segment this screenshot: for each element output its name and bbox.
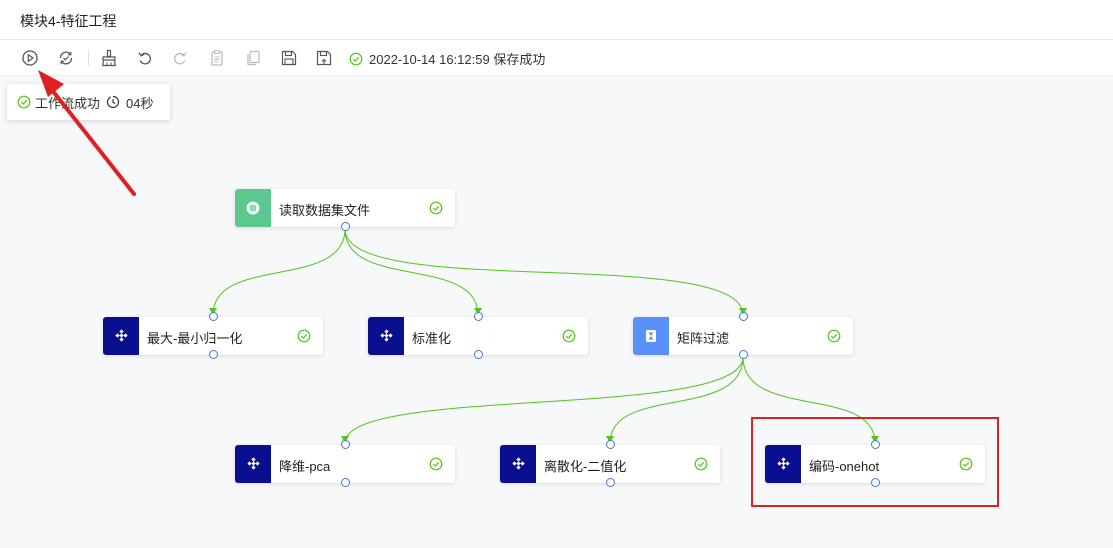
input-port[interactable] [474,312,483,321]
success-icon [827,329,841,343]
run-duration: 04秒 [126,95,154,111]
node-label: 编码-onehot [809,459,880,474]
input-port[interactable] [606,440,615,449]
save-icon [281,50,297,66]
run-status-text: 工作流成功 [35,95,101,111]
save-status: 2022-10-14 16:12:59 保存成功 [349,49,545,68]
node-read-dataset[interactable]: 读取数据集文件 [235,189,455,227]
redo-button[interactable] [169,47,191,69]
page-title: 模块4-特征工程 [20,13,117,29]
run-button[interactable] [19,47,41,69]
output-port[interactable] [606,478,615,487]
toolbar: 2022-10-14 16:12:59 保存成功 [0,40,1113,76]
clean-button[interactable] [98,47,120,69]
output-port[interactable] [209,350,218,359]
input-port[interactable] [871,440,880,449]
title-bar: 模块4-特征工程 [0,0,1113,40]
node-label: 最大-最小归一化 [147,331,243,346]
highlight-box [751,417,999,507]
output-port[interactable] [474,350,483,359]
input-port[interactable] [341,440,350,449]
run-result-popup: 工作流成功 04秒 [7,84,170,120]
save-as-icon [316,50,332,66]
transform-icon [103,317,139,355]
output-port[interactable] [341,478,350,487]
success-icon [429,457,443,471]
copy-icon [247,50,260,66]
node-label: 矩阵过滤 [677,331,730,346]
node-pca[interactable]: 降维-pca [235,445,455,483]
undo-icon [138,52,151,65]
transform-icon [500,445,536,483]
save-status-text: 2022-10-14 16:12:59 保存成功 [369,52,546,67]
success-icon [959,457,973,471]
redo-icon [174,52,187,65]
input-port[interactable] [739,312,748,321]
transform-icon [368,317,404,355]
undo-button[interactable] [134,47,156,69]
node-onehot[interactable]: 编码-onehot [765,445,985,483]
output-port[interactable] [871,478,880,487]
success-icon [297,329,311,343]
refresh-button[interactable] [55,47,77,69]
paste-button[interactable] [206,47,228,69]
node-binarize[interactable]: 离散化-二值化 [500,445,720,483]
success-icon [694,457,708,471]
timer-icon [106,95,120,109]
node-label: 标准化 [412,331,452,346]
output-port[interactable] [739,350,748,359]
brush-icon [102,49,116,67]
transform-icon [765,445,801,483]
play-circle-icon [22,50,38,66]
node-label: 离散化-二值化 [544,459,627,474]
toolbar-divider [88,50,89,66]
dataset-icon [235,189,271,227]
node-standardize[interactable]: 标准化 [368,317,588,355]
save-as-button[interactable] [313,47,335,69]
check-circle-icon [17,95,31,109]
copy-button[interactable] [242,47,264,69]
node-label: 读取数据集文件 [279,203,371,218]
node-matrix-filter[interactable]: 矩阵过滤 [633,317,853,355]
input-port[interactable] [209,312,218,321]
output-port[interactable] [341,222,350,231]
save-button[interactable] [278,47,300,69]
transform-icon [235,445,271,483]
filter-icon [633,317,669,355]
paste-icon [211,50,223,66]
node-minmax[interactable]: 最大-最小归一化 [103,317,323,355]
check-circle-icon [349,52,363,65]
sync-icon [59,51,73,65]
node-label: 降维-pca [279,459,331,474]
success-icon [429,201,443,215]
success-icon [562,329,576,343]
